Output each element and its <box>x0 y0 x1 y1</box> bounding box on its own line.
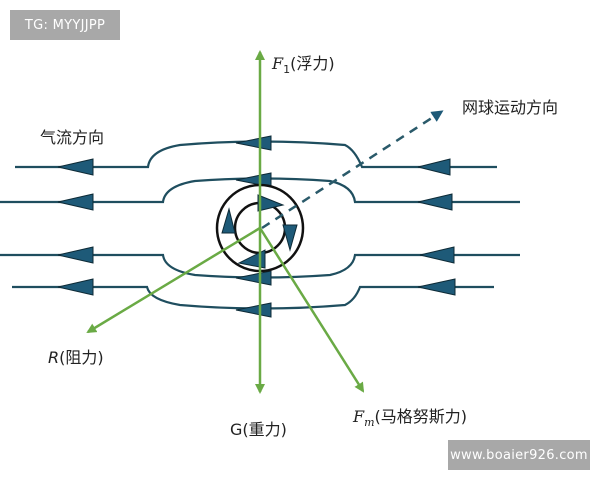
magnus-force-label: Fm(马格努斯力) <box>353 407 468 429</box>
buoyancy-label: F1(浮力) <box>272 54 335 76</box>
watermark-bottom-right: www.boaier926.com <box>448 440 590 470</box>
magnus-force-arrow <box>258 227 365 393</box>
ball-motion-direction-label: 网球运动方向 <box>462 98 559 117</box>
arrow-left-icon <box>57 278 94 296</box>
arrow-left-icon <box>235 172 272 188</box>
spin-arrow-icon <box>282 224 298 252</box>
drag-arrow <box>86 226 261 334</box>
spin-arrow-icon <box>237 249 266 269</box>
arrow-left-icon <box>235 302 272 318</box>
arrow-left-icon <box>57 158 94 176</box>
airflow-direction-label: 气流方向 <box>40 128 105 147</box>
airflow-arrowheads <box>57 135 456 318</box>
spin-arrows <box>221 194 298 269</box>
arrow-left-icon <box>235 270 272 286</box>
ball-motion-direction-arrow <box>261 110 444 230</box>
spin-arrow-icon <box>221 207 236 234</box>
gravity-label: G(重力) <box>230 420 287 439</box>
arrow-left-icon <box>57 193 94 211</box>
arrow-left-icon <box>419 246 455 264</box>
force-vectors <box>86 50 365 394</box>
spin-arrow-icon <box>257 194 285 212</box>
arrow-left-icon <box>417 278 456 296</box>
drag-label: R(阻力) <box>48 348 104 367</box>
arrow-left-icon <box>417 158 451 176</box>
arrow-left-icon <box>417 193 453 211</box>
arrow-left-icon <box>57 246 94 264</box>
arrow-left-icon <box>235 135 272 151</box>
watermark-top-left: TG: MYYJJPP <box>10 10 120 40</box>
